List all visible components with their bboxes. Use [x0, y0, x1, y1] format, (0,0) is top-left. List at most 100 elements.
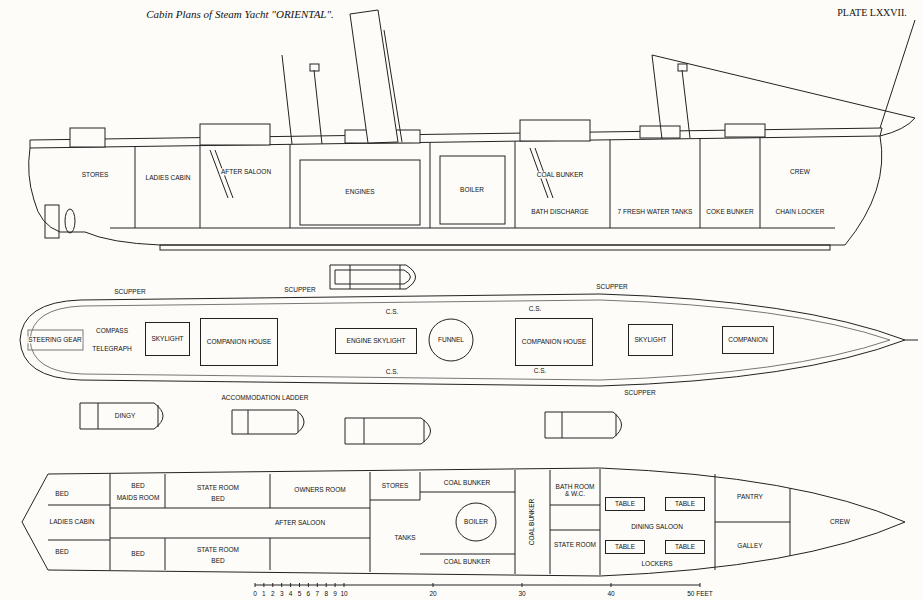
- part-label: BATH DISCHARGE: [530, 208, 589, 215]
- part-label: BED: [130, 550, 145, 557]
- scale-number: 0: [252, 590, 258, 597]
- circle-outline: [429, 319, 473, 361]
- deck-fitting: COMPANION HOUSE: [515, 318, 593, 366]
- part-label: LADIES CABIN: [49, 518, 96, 525]
- part-label: LOCKERS: [640, 560, 673, 567]
- part-label: STATE ROOM: [196, 546, 240, 553]
- inner-bottom: [110, 228, 835, 229]
- ventilator: [678, 64, 687, 71]
- boiler: [440, 156, 505, 224]
- keel: [160, 245, 830, 250]
- deck-fitting: TABLE: [605, 540, 645, 554]
- deckhouse: [640, 126, 680, 138]
- deck-fitting: TABLE: [605, 497, 645, 511]
- part-label: BED: [130, 482, 145, 489]
- part-label: C.S.: [385, 368, 400, 375]
- part-label: CHAIN LOCKER: [775, 208, 826, 215]
- fitting-label: COMPANION HOUSE: [522, 338, 587, 345]
- part-label: COAL BUNKER: [443, 558, 491, 565]
- part-label: LADIES CABIN: [145, 174, 192, 181]
- part-label: DINGY: [114, 412, 137, 419]
- deck-fitting: COMPANION HOUSE: [200, 318, 278, 366]
- part-label: ACCOMMODATION LADDER: [221, 394, 310, 401]
- funnel: [350, 10, 398, 143]
- boat: [345, 418, 431, 444]
- deck-fitting: TABLE: [665, 540, 705, 554]
- deck-fitting: SKYLIGHT: [628, 324, 673, 356]
- fitting-label: COMPANION: [728, 336, 768, 343]
- deck-fitting: COMPANION: [722, 326, 774, 354]
- deck-fitting: SKYLIGHT: [145, 322, 190, 356]
- circle-outline: [456, 503, 496, 541]
- plate-number: PLATE LXXVII.: [836, 7, 907, 18]
- part-label: 7 FRESH WATER TANKS: [617, 208, 694, 215]
- part-label: COMPASS: [95, 327, 129, 334]
- steering-box: [28, 330, 83, 350]
- part-label: C.S.: [528, 305, 543, 312]
- fitting-label: TABLE: [675, 500, 695, 507]
- deck-plan: [20, 265, 918, 444]
- deckhouse: [520, 120, 590, 141]
- fitting-label: FUNNEL: [438, 336, 464, 343]
- fitting-label: BOILER: [464, 518, 488, 525]
- fitting-label: SKYLIGHT: [634, 336, 666, 343]
- part-label: COKE BUNKER: [705, 208, 754, 215]
- scale-number: 8: [323, 590, 329, 597]
- part-label: C.S.: [533, 367, 548, 374]
- part-label: BED: [210, 495, 225, 502]
- part-label: CREW: [829, 518, 851, 525]
- part-label: BATH ROOM & W.C.: [552, 483, 598, 497]
- deckhouse: [70, 128, 105, 147]
- fitting-label: SKYLIGHT: [151, 335, 183, 342]
- fitting-label: ENGINE SKYLIGHT: [347, 337, 406, 344]
- part-label: STATE ROOM: [553, 541, 597, 548]
- waterway: [30, 300, 890, 380]
- ventilator: [310, 64, 319, 71]
- scale-number: 2: [270, 590, 276, 597]
- round-fitting: BOILER: [455, 502, 497, 542]
- cutwater: [880, 118, 915, 136]
- scale-number: 5: [297, 590, 303, 597]
- part-label: COAL BUNKER: [536, 171, 584, 178]
- part-label: MAIDS ROOM: [116, 494, 161, 501]
- part-label: ENGINES: [344, 188, 375, 195]
- steam-pipe: [384, 30, 402, 142]
- part-label: AFTER SALOON: [274, 519, 326, 526]
- deck-fitting: TABLE: [665, 497, 705, 511]
- hull-profile: [29, 136, 882, 245]
- part-label: PANTRY: [736, 493, 764, 500]
- deckhouse: [200, 124, 270, 145]
- profile-view: [29, 10, 915, 250]
- part-label: STATE ROOM: [196, 484, 240, 491]
- part-label: CREW: [789, 168, 811, 175]
- hull-lower: [22, 468, 905, 576]
- hull-deck: [20, 294, 905, 386]
- scale-number: 1: [261, 590, 267, 597]
- scale-number: 20: [428, 590, 437, 597]
- forestay: [652, 20, 915, 128]
- part-label: GALLEY: [736, 542, 763, 549]
- engine: [300, 160, 420, 225]
- scale-number: 6: [306, 590, 312, 597]
- fitting-label: TABLE: [675, 543, 695, 550]
- rudder: [45, 205, 59, 238]
- part-label: BED: [210, 557, 225, 564]
- part-label: BED: [54, 490, 69, 497]
- part-label: STEERING GEAR: [27, 336, 82, 343]
- part-label: DINING SALOON: [630, 523, 684, 530]
- scale-number: 7: [314, 590, 320, 597]
- part-label: STORES: [81, 171, 110, 178]
- scale-bar: [255, 583, 700, 587]
- mast: [282, 55, 690, 144]
- boat: [545, 412, 622, 438]
- part-label: STORES: [381, 482, 410, 489]
- boat: [330, 265, 416, 289]
- scale-number: 30: [517, 590, 526, 597]
- fitting-label: COMPANION HOUSE: [207, 338, 272, 345]
- part-label: OWNERS ROOM: [293, 486, 346, 493]
- scale-number: 50 FEET: [686, 590, 714, 597]
- fitting-label: TABLE: [615, 500, 635, 507]
- propeller: [65, 209, 75, 233]
- deck-fitting: ENGINE SKYLIGHT: [335, 328, 417, 354]
- part-label: COAL BUNKER: [528, 498, 535, 546]
